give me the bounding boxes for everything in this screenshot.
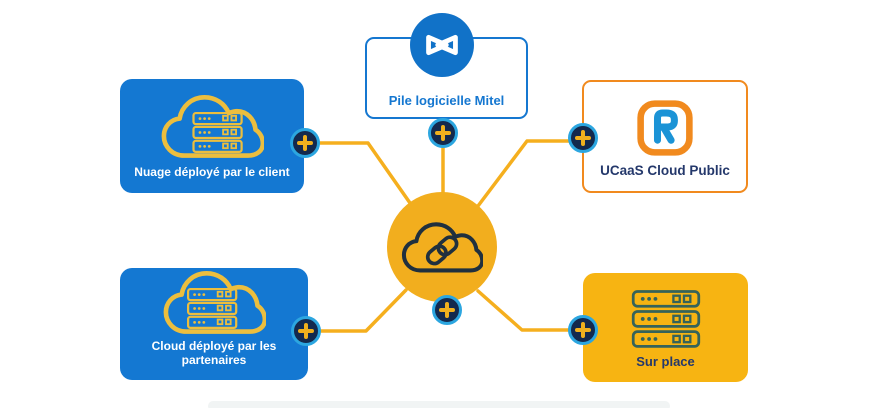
ringcentral-logo-icon (588, 92, 742, 163)
connector-line-partners (308, 288, 408, 333)
plus-icon (428, 118, 458, 148)
plus-icon (432, 295, 462, 325)
node-label-client: Nuage déployé par le client (134, 165, 290, 179)
node-card-client-cloud: Nuage déployé par le client (120, 79, 304, 193)
connector-line-client (308, 141, 412, 205)
hub-cloud-circle (387, 192, 497, 302)
plus-icon (291, 316, 321, 346)
cloud-servers-icon (122, 265, 306, 339)
connector-line-ucaas (476, 139, 580, 208)
mitel-logo-badge (410, 13, 474, 77)
plus-icon (568, 315, 598, 345)
node-card-onpremise: Sur place (583, 273, 748, 382)
cloud-link-icon (401, 222, 483, 273)
plus-icon (290, 128, 320, 158)
node-label-mitel: Pile logicielle Mitel (388, 93, 505, 108)
node-card-partner-cloud: Cloud déployé par les partenaires (120, 268, 308, 380)
bottom-divider (208, 401, 670, 408)
node-label-partners: Cloud déployé par les partenaires (151, 339, 277, 367)
node-label-ucaas: UCaaS Cloud Public (600, 163, 730, 178)
cloud-servers-icon (124, 87, 300, 165)
mitel-logo-icon (426, 34, 458, 56)
plus-icon (568, 123, 598, 153)
node-card-ucaas: UCaaS Cloud Public (582, 80, 748, 193)
node-label-surplace: Sur place (636, 354, 695, 369)
servers-icon (587, 285, 744, 354)
connector-line-surplace (476, 289, 580, 332)
